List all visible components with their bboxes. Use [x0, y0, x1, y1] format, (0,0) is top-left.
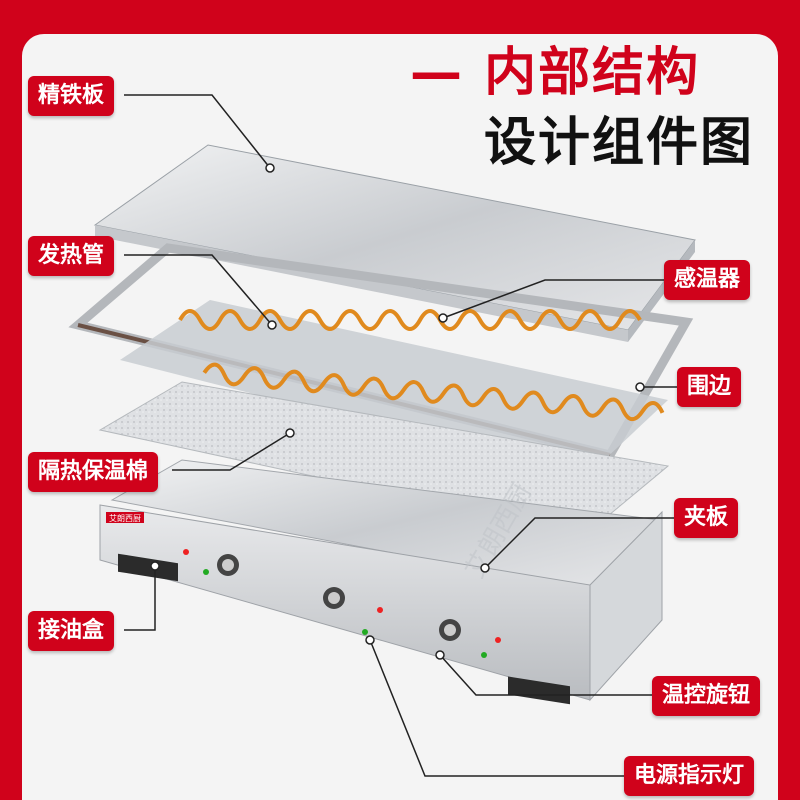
label-insulation: 隔热保温棉: [28, 452, 159, 492]
title-line2: 设计组件图: [484, 113, 755, 173]
label-rim: 围边: [677, 367, 742, 407]
griddle-body: 艾朗西厨: [99, 504, 663, 705]
label-splint: 夹板: [674, 498, 739, 538]
label-heating-tube: 发热管: [28, 236, 115, 276]
label-iron-plate: 精铁板: [28, 76, 115, 116]
title-line1: — 内部结构: [410, 43, 701, 103]
label-temp-sensor: 感温器: [664, 260, 751, 300]
heating-coils: [178, 309, 665, 422]
mesh-plate: [120, 300, 668, 478]
leader-lines: [124, 94, 677, 777]
label-power-light: 电源指示灯: [624, 756, 755, 796]
label-oil-box: 接油盒: [28, 611, 115, 651]
label-temp-knob: 温控旋钮: [652, 676, 761, 716]
brand-badge: 艾朗西厨: [109, 513, 141, 523]
